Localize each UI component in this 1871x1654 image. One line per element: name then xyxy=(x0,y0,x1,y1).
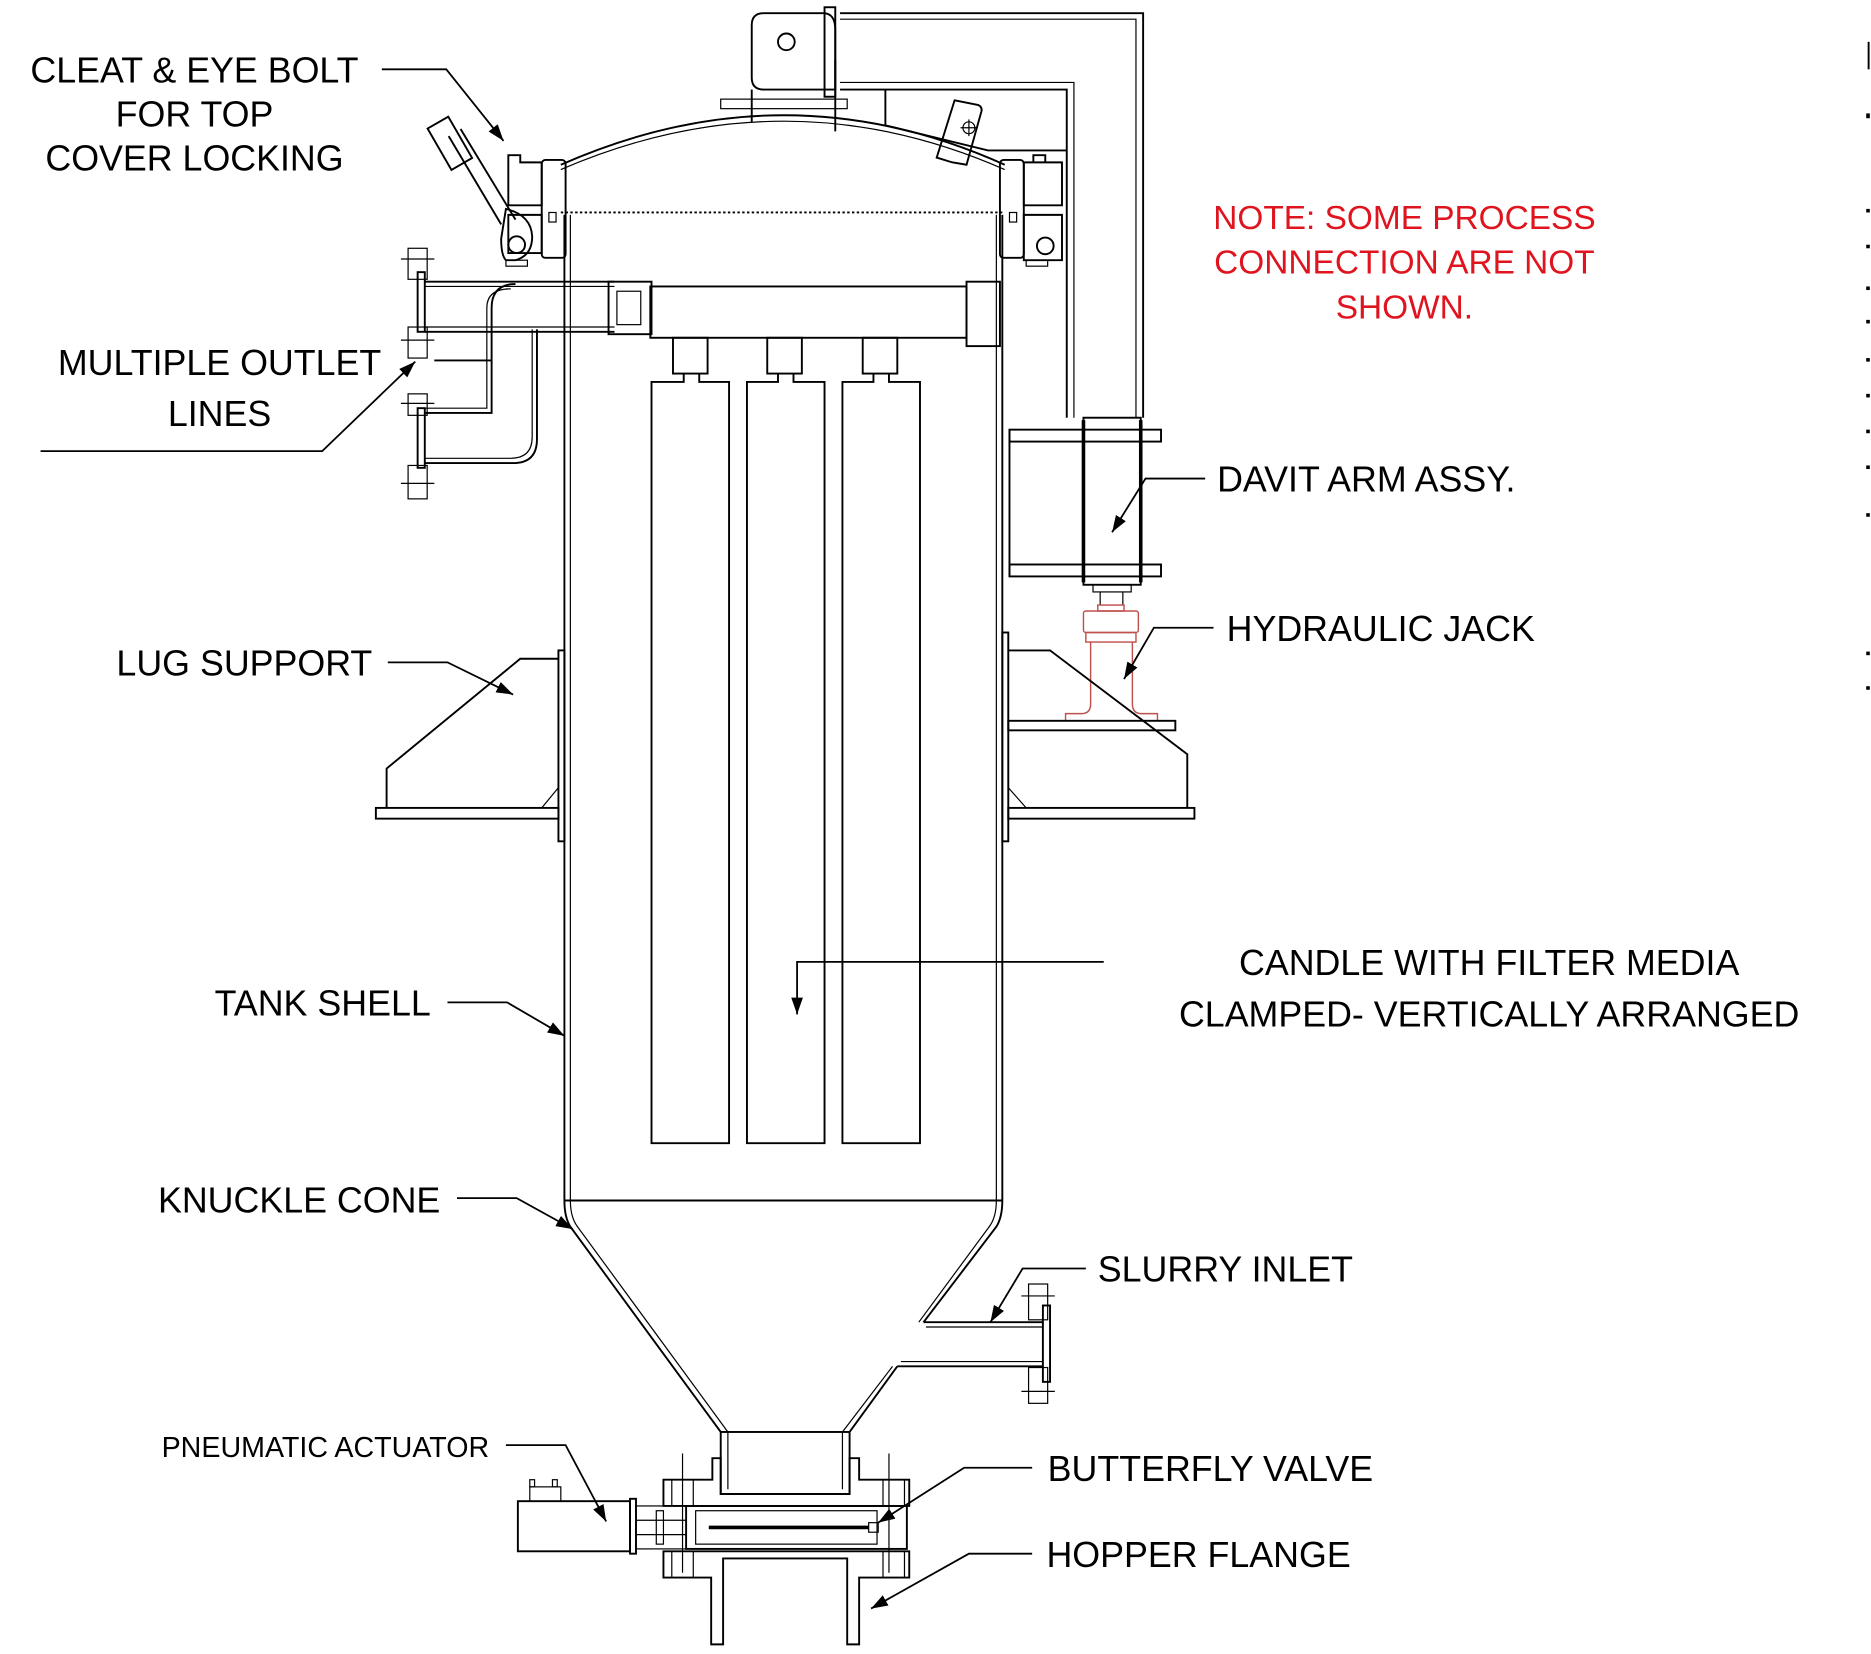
knuckle-cone xyxy=(563,1200,1004,1495)
candle xyxy=(746,336,826,1145)
label-candle-filter-2: CLAMPED- VERTICALLY ARRANGED xyxy=(1179,994,1799,1034)
cleat-left xyxy=(507,154,567,259)
label-hopper-flange: HOPPER FLANGE xyxy=(1046,1535,1350,1575)
leader-lines xyxy=(40,68,1214,1610)
cleat-right xyxy=(998,154,1063,267)
hopper-flange xyxy=(662,1550,911,1646)
candle xyxy=(841,336,921,1145)
label-knuckle-cone: KNUCKLE CONE xyxy=(158,1180,440,1220)
note-line-3: SHOWN. xyxy=(1336,290,1473,327)
labels: CLEAT & EYE BOLT FOR TOP COVER LOCKING M… xyxy=(30,50,1799,1574)
candle xyxy=(650,336,731,1145)
davit-arm-assembly xyxy=(750,6,1162,606)
eye-bolt-left xyxy=(426,115,534,267)
label-slurry-inlet: SLURRY INLET xyxy=(1098,1250,1353,1290)
label-tank-shell: TANK SHELL xyxy=(215,984,431,1024)
label-pneumatic-actuator: PNEUMATIC ACTUATOR xyxy=(162,1432,490,1464)
label-lug-support: LUG SUPPORT xyxy=(116,643,372,683)
label-multiple-outlet-1: MULTIPLE OUTLET xyxy=(58,343,382,383)
label-hydraulic-jack: HYDRAULIC JACK xyxy=(1227,609,1535,649)
lug-support-left xyxy=(374,649,566,843)
slurry-inlet-nozzle xyxy=(897,1283,1055,1404)
tank-shell xyxy=(563,214,1004,1202)
filter-candles xyxy=(650,336,921,1145)
label-butterfly-valve: BUTTERFLY VALVE xyxy=(1048,1449,1373,1489)
top-cover xyxy=(560,98,1006,214)
label-candle-filter-1: CANDLE WITH FILTER MEDIA xyxy=(1239,943,1739,983)
note-line-2: CONNECTION ARE NOT xyxy=(1214,244,1595,281)
label-cleat-eye-bolt-3: COVER LOCKING xyxy=(45,139,343,179)
label-cleat-eye-bolt-2: FOR TOP xyxy=(116,95,274,135)
butterfly-valve xyxy=(516,1453,911,1573)
process-note: NOTE: SOME PROCESS CONNECTION ARE NOT SH… xyxy=(1213,200,1595,326)
lug-support-right xyxy=(1001,631,1196,843)
label-cleat-eye-bolt-1: CLEAT & EYE BOLT xyxy=(30,50,358,90)
note-line-1: NOTE: SOME PROCESS xyxy=(1213,200,1595,237)
edge-marks xyxy=(1866,41,1870,690)
hydraulic-jack xyxy=(1064,604,1159,722)
label-multiple-outlet-2: LINES xyxy=(168,394,271,434)
outlet-lines xyxy=(400,247,1001,500)
label-davit-arm: DAVIT ARM ASSY. xyxy=(1217,460,1515,500)
